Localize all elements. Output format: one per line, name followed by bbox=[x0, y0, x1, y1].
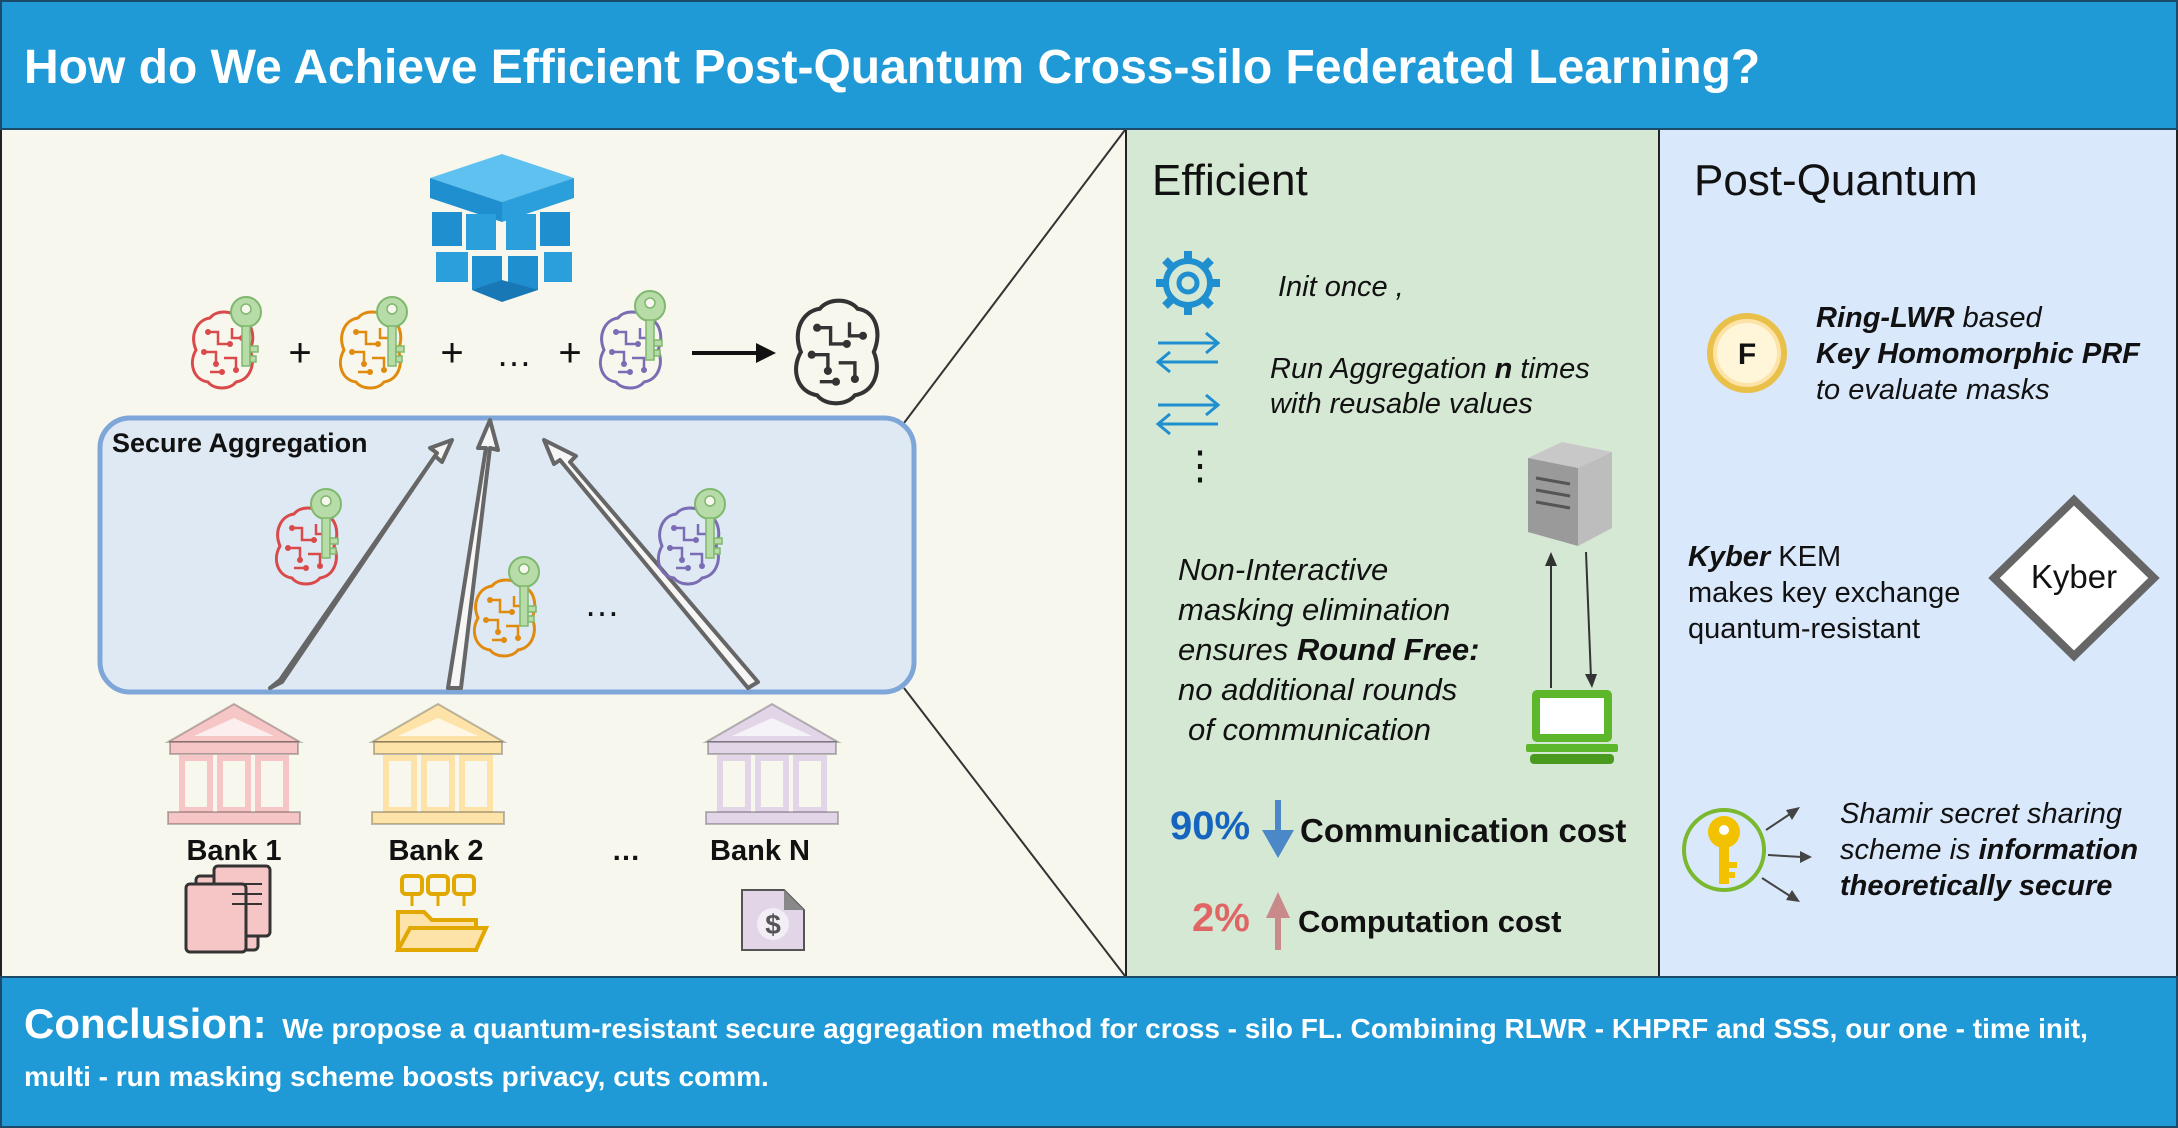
key-sharing-icon bbox=[1682, 807, 1812, 902]
ring-lwr-text: Ring-LWR bbox=[1816, 302, 1955, 334]
information-text: information bbox=[1978, 834, 2139, 866]
upload-arrow-1 bbox=[268, 438, 454, 690]
up-arrow-icon bbox=[1266, 892, 1290, 950]
conclusion-paragraph: Conclusion: We propose a quantum-resista… bbox=[24, 1000, 2154, 1101]
shamir-line1: Shamir secret sharing bbox=[1840, 798, 2123, 830]
conclusion-label: Conclusion: bbox=[24, 1000, 267, 1047]
title-banner bbox=[0, 0, 2178, 130]
bank-n-label: Bank N bbox=[710, 835, 810, 867]
kyber-diamond-label: Kyber bbox=[2031, 558, 2117, 595]
aggregator-server-icon bbox=[430, 154, 574, 302]
post-quantum-heading: Post-Quantum bbox=[1694, 156, 1978, 205]
kyber-kem-text: KEM bbox=[1770, 541, 1842, 573]
invoice-dollar-icon: $ bbox=[741, 889, 805, 951]
server-tower-icon bbox=[1528, 442, 1612, 546]
ellipsis: … bbox=[584, 583, 620, 624]
upload-arrow-3 bbox=[542, 438, 760, 690]
folder-network-icon bbox=[394, 874, 490, 952]
efficient-heading: Efficient bbox=[1152, 156, 1308, 205]
upload-arrow-2 bbox=[446, 418, 500, 690]
down-arrow-icon bbox=[1262, 800, 1294, 858]
key-homomorphic-prf-text: Key Homomorphic PRF bbox=[1816, 338, 2140, 370]
bank-2-icon bbox=[372, 704, 504, 824]
secure-aggregation-box bbox=[97, 415, 917, 695]
documents-icon bbox=[184, 864, 272, 954]
theoretically-secure-text: theoretically secure bbox=[1840, 870, 2113, 902]
init-once-text: Init once , bbox=[1278, 271, 1404, 303]
ellipsis: … bbox=[496, 333, 532, 374]
prf-badge-icon bbox=[1707, 313, 1787, 393]
zoom-line-bottom bbox=[903, 687, 1126, 977]
communication-cost-label: Communication cost bbox=[1300, 812, 1627, 849]
conclusion-text: We propose a quantum-resistant secure ag… bbox=[24, 1013, 2088, 1092]
conclusion-block: Conclusion: We propose a quantum-resista… bbox=[24, 1000, 2154, 1101]
result-arrow-head bbox=[756, 343, 776, 363]
bank-1-label: Bank 1 bbox=[186, 835, 281, 867]
sync-arrows-icon bbox=[1155, 393, 1221, 436]
bank-ellipsis-label: … bbox=[612, 835, 641, 867]
zoom-line-top bbox=[903, 129, 1126, 424]
plus-sign: + bbox=[288, 331, 311, 375]
kyber-bold-text: Kyber bbox=[1688, 541, 1771, 573]
svg-text:$: $ bbox=[765, 909, 781, 940]
computation-percent: 2% bbox=[1192, 896, 1250, 940]
kyber-line2: makes key exchange bbox=[1688, 577, 1961, 609]
ni-line-4: no additional rounds bbox=[1178, 672, 1458, 707]
global-model-brain-icon bbox=[796, 301, 877, 404]
conclusion-banner bbox=[0, 976, 2178, 1128]
run-aggregation-text: Run Aggregation n times with reusable va… bbox=[1270, 352, 1590, 423]
computation-cost-label: Computation cost bbox=[1298, 904, 1562, 939]
green-key-icon bbox=[376, 296, 408, 367]
prf-evaluate-text: to evaluate masks bbox=[1816, 374, 2050, 406]
vertical-ellipsis: ⋮ bbox=[1180, 444, 1220, 488]
prf-badge-letter: F bbox=[1738, 338, 1756, 371]
kyber-description: Kyber KEM makes key exchange quantum-res… bbox=[1688, 539, 1960, 647]
sync-arrows-icon bbox=[1155, 331, 1221, 374]
prf-based-text: based bbox=[1954, 302, 2042, 334]
efficient-panel bbox=[1125, 130, 1660, 976]
bank-n-icon bbox=[706, 704, 838, 824]
plus-sign: + bbox=[440, 331, 463, 375]
plus-sign: + bbox=[558, 331, 581, 375]
run-aggregation-line2: with reusable values bbox=[1270, 388, 1533, 421]
upload-arrow-head bbox=[1545, 552, 1557, 566]
kyber-line3: quantum-resistant bbox=[1688, 613, 1921, 645]
green-key-icon bbox=[634, 290, 666, 361]
download-arrow-head bbox=[1585, 674, 1597, 688]
secure-aggregation-label: Secure Aggregation bbox=[112, 428, 368, 458]
ni-line-2: masking elimination bbox=[1178, 592, 1451, 627]
round-free-text: Round Free: bbox=[1296, 632, 1480, 667]
ni-line-3-prefix: ensures bbox=[1178, 632, 1297, 667]
communication-percent: 90% bbox=[1170, 804, 1251, 848]
prf-description: Ring-LWR based Key Homomorphic PRF to ev… bbox=[1816, 300, 2140, 408]
download-line bbox=[1585, 551, 1592, 679]
bank-2-label: Bank 2 bbox=[388, 835, 483, 867]
kyber-diamond-icon bbox=[1988, 494, 2160, 662]
non-interactive-text: Non-Interactive masking elimination ensu… bbox=[1178, 550, 1479, 750]
shamir-line2-prefix: scheme is bbox=[1840, 834, 1979, 866]
ni-line-1: Non-Interactive bbox=[1178, 552, 1389, 587]
bank-1-icon bbox=[168, 704, 300, 824]
laptop-icon bbox=[1526, 690, 1618, 764]
run-aggregation-n: n bbox=[1494, 353, 1513, 385]
gear-icon bbox=[1156, 251, 1220, 315]
shamir-description: Shamir secret sharing scheme is informat… bbox=[1840, 796, 2138, 904]
run-aggregation-suffix: times bbox=[1512, 353, 1590, 385]
run-aggregation-prefix: Run Aggregation bbox=[1270, 353, 1495, 385]
ni-line-5: of communication bbox=[1188, 712, 1431, 747]
green-key-icon bbox=[230, 296, 262, 367]
page-title: How do We Achieve Efficient Post-Quantum… bbox=[24, 41, 1761, 94]
